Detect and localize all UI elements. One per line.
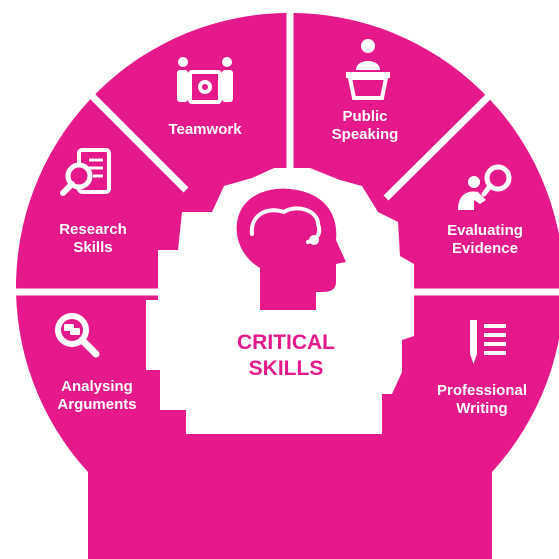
divider-line (85, 89, 189, 193)
pen-document-icon (470, 320, 506, 364)
magnifier-chat-icon (55, 313, 100, 358)
head-brain-icon (236, 188, 346, 310)
person-magnifier-icon (458, 164, 512, 210)
segment-label-professional-writing: Professional Writing (436, 382, 528, 417)
speaker-podium-icon (346, 39, 390, 100)
divider-line (383, 89, 496, 201)
segment-label-analysing-arguments: Analysing Arguments (57, 378, 137, 413)
segment-label-research-skills: Research Skills (59, 221, 127, 256)
segment-dividers (0, 0, 559, 292)
team-gear-icon (177, 57, 233, 104)
center-title: CRITICAL SKILLS (237, 331, 335, 380)
segment-label-evaluating-evidence: Evaluating Evidence (447, 222, 523, 257)
document-search-icon (60, 148, 111, 196)
segment-label-public-speaking: Public Speaking (331, 108, 399, 143)
segment-label-teamwork: Teamwork (168, 121, 242, 138)
